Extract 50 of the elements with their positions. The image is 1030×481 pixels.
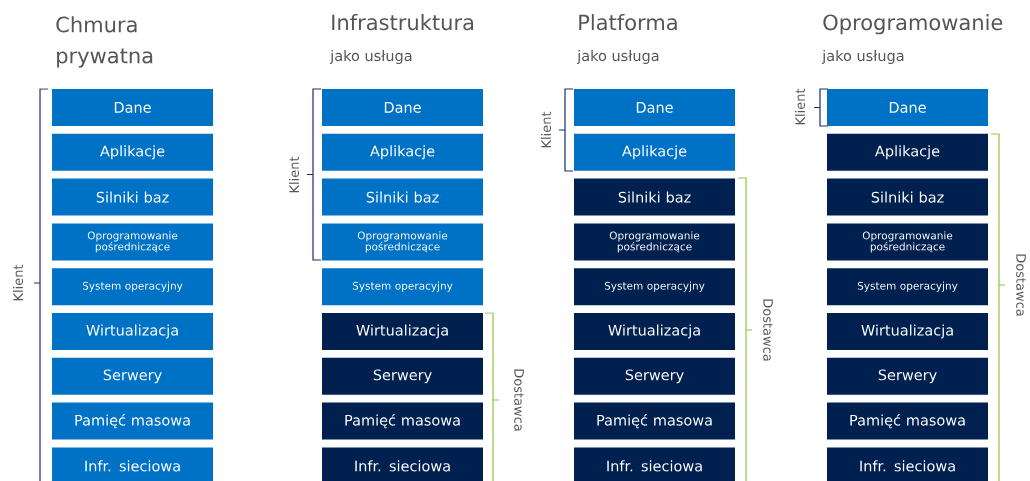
layer-box: Silniki baz: [322, 178, 483, 216]
bracket-label: Klient: [540, 111, 552, 148]
layer-box: System operacyjny: [52, 268, 213, 306]
layer-box: Pamięć masowa: [322, 402, 483, 440]
layer-box: Dane: [574, 89, 735, 126]
layer-box: Silniki baz: [827, 178, 988, 216]
bracket-label: Klient: [13, 264, 24, 301]
layer-box: System operacyjny: [827, 268, 988, 306]
layer-box: Aplikacje: [574, 133, 735, 171]
layer-box: System operacyjny: [322, 268, 483, 306]
column-title: Infrastruktura: [332, 14, 474, 31]
column-subtitle: jako usługa: [329, 49, 412, 64]
layer-box: Pamięć masowa: [827, 402, 988, 440]
layer-box: Oprogramowanie pośredniczące: [827, 223, 988, 261]
layer-box: Oprogramowanie pośredniczące: [322, 223, 483, 261]
bracket-label: Dostawca: [514, 369, 524, 431]
layer-box: Pamięć masowa: [574, 402, 735, 440]
column-title: Chmura prywatna: [56, 16, 153, 68]
layer-box: Dane: [322, 89, 483, 126]
layer-box: Infr. sieciowa: [52, 447, 213, 481]
layer-box: Aplikacje: [827, 133, 988, 171]
column-subtitle: jako usługa: [821, 49, 904, 64]
layer-box: Wirtualizacja: [574, 313, 735, 350]
layer-box: Infr. sieciowa: [574, 447, 735, 481]
layer-box: Serwery: [574, 357, 735, 395]
column-title: Oprogramowanie: [823, 14, 1003, 35]
layer-box: Silniki baz: [574, 178, 735, 216]
layer-box: Wirtualizacja: [52, 313, 213, 350]
column-subtitle: jako usługa: [576, 49, 659, 64]
layer-box: Silniki baz: [52, 178, 213, 216]
layer-box: Serwery: [827, 357, 988, 395]
layer-box: Serwery: [322, 357, 483, 395]
layer-box: Wirtualizacja: [827, 313, 988, 350]
layer-box: System operacyjny: [574, 268, 735, 306]
layer-box: Wirtualizacja: [322, 313, 483, 350]
bracket-label: Klient: [794, 88, 806, 125]
layer-box: Serwery: [52, 357, 213, 395]
layer-box: Dane: [827, 89, 988, 126]
layer-box: Oprogramowanie pośredniczące: [52, 223, 213, 261]
layer-box: Infr. sieciowa: [322, 447, 483, 481]
bracket-label: Dostawca: [1016, 254, 1026, 316]
layer-box: Infr. sieciowa: [827, 447, 988, 481]
layer-box: Dane: [52, 89, 213, 126]
bracket-label: Klient: [289, 156, 300, 193]
column-title: Platforma: [579, 14, 677, 31]
layer-box: Pamięć masowa: [52, 402, 213, 440]
layer-box: Aplikacje: [52, 133, 213, 171]
layer-box: Aplikacje: [322, 133, 483, 171]
bracket-label: Dostawca: [763, 299, 773, 361]
layer-box: Oprogramowanie pośredniczące: [574, 223, 735, 261]
